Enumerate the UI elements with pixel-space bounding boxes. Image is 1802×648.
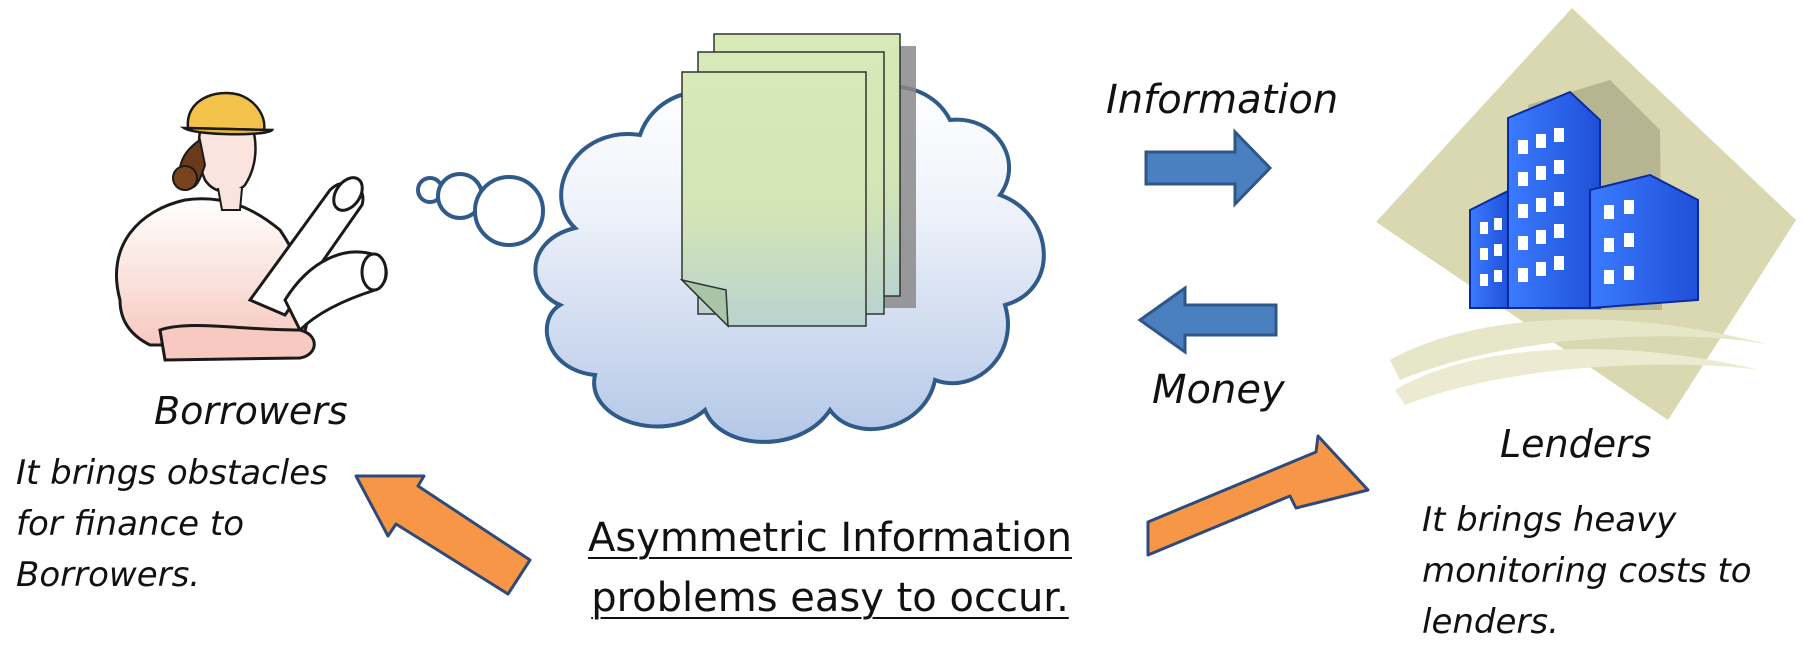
lenders-note-line: lenders.: [1422, 602, 1559, 642]
caption-line: Asymmetric Information: [588, 515, 1072, 561]
money-arrow: [1137, 285, 1278, 355]
orange-arrow-to-lenders: [1146, 434, 1370, 557]
document-stack-icon: [679, 33, 916, 328]
lenders-note: It brings heavy monitoring costs to lend…: [1422, 495, 1752, 648]
lenders-note-line: It brings heavy: [1422, 500, 1677, 540]
worker-with-blueprints-icon: [114, 91, 388, 362]
asymmetric-information-caption: Asymmetric Information problems easy to …: [520, 508, 1140, 628]
borrowers-note-line: for finance to: [16, 504, 245, 544]
borrowers-label: Borrowers: [154, 389, 348, 433]
information-label: Information: [1106, 77, 1339, 123]
office-building-icon: [1376, 8, 1796, 420]
orange-arrow-to-borrowers: [354, 474, 532, 596]
borrowers-note: It brings obstacles for finance to Borro…: [16, 448, 328, 601]
caption-line: problems easy to occur.: [591, 575, 1069, 621]
thought-bubble-large: [473, 175, 545, 247]
borrowers-note-line: It brings obstacles: [16, 453, 328, 493]
lenders-label: Lenders: [1500, 422, 1652, 466]
money-label: Money: [1152, 367, 1285, 413]
information-arrow: [1144, 128, 1273, 208]
borrowers-note-line: Borrowers.: [16, 555, 201, 595]
lenders-note-line: monitoring costs to: [1422, 551, 1752, 591]
